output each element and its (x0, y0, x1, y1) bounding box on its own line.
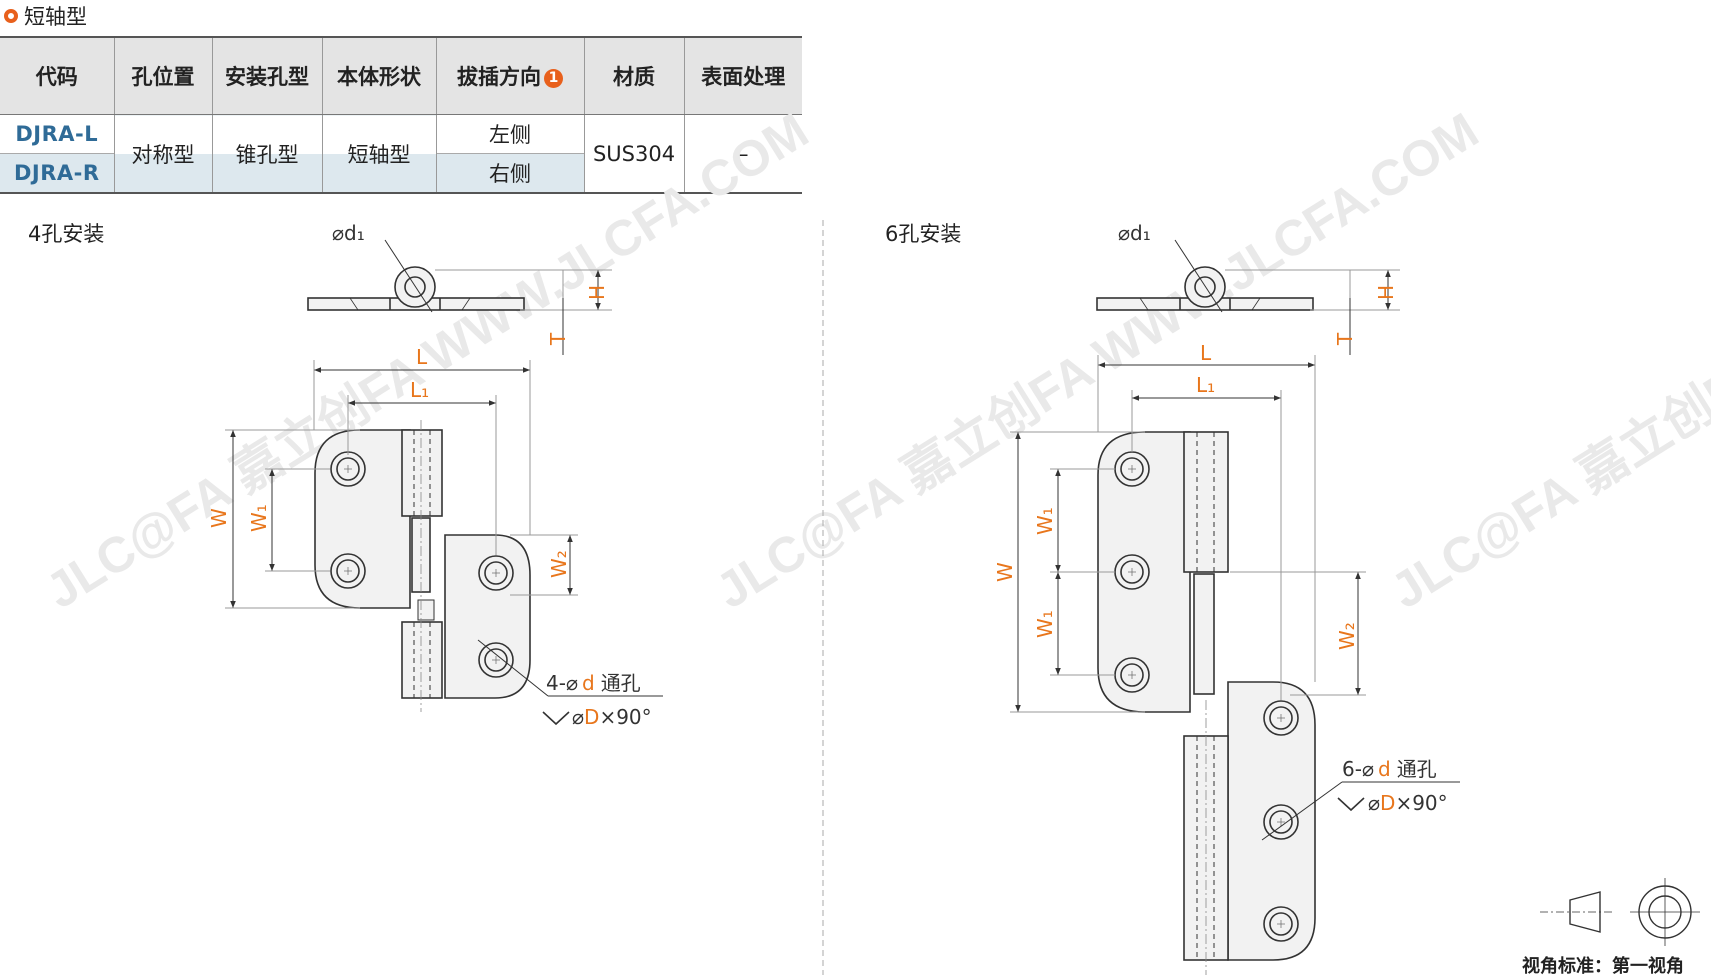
view-label-4-hole: 4孔安装 (28, 222, 105, 246)
dim-w2-label: W₂ (547, 550, 571, 578)
view-label-6-hole: 6孔安装 (885, 222, 962, 246)
six-hole-drawing (1010, 239, 1460, 975)
header-hole-position: 孔位置 (113, 36, 212, 115)
header-surface: 表面处理 (683, 36, 802, 115)
surface-cell: – (683, 114, 802, 193)
dim-d1-label: ⌀d₁ (332, 221, 365, 245)
csk-note-4: ⌀D×90° (572, 705, 652, 729)
dim-t-label: T (546, 332, 570, 346)
dim-w1-label: W₁ (1033, 610, 1057, 638)
header-code: 代码 (0, 36, 114, 115)
dim-w-label: W (207, 508, 231, 528)
code-cell-l[interactable]: DJRA-L (0, 114, 114, 154)
dim-l-label: L (416, 345, 428, 369)
code-cell-r[interactable]: DJRA-R (0, 153, 114, 193)
header-material: 材质 (583, 36, 684, 115)
section-title-text: 短轴型 (24, 5, 87, 29)
dim-w1-label: W₁ (247, 504, 271, 532)
dim-h-label: H (585, 285, 609, 300)
section-marker-icon (4, 9, 18, 23)
material-cell: SUS304 (583, 114, 684, 193)
watermark: JLC@FA 嘉立创FA WWW.JLCFA.COM JLC@FA 嘉立创FA … (36, 102, 1711, 619)
dim-w1-label: W₁ (1033, 507, 1057, 535)
table-row: DJRA-L 对称型 锥孔型 短轴型 左侧 SUS304 – (0, 114, 802, 193)
first-angle-projection-icon (1540, 878, 1700, 946)
dim-h-label: H (1374, 285, 1398, 300)
side-view-6 (1096, 239, 1314, 313)
csk-note-6: ⌀D×90° (1368, 791, 1448, 815)
table-row: DJRA-R 右侧 (0, 153, 802, 193)
dim-t-label: T (1333, 332, 1357, 346)
dim-l1-label: L₁ (410, 378, 429, 402)
body-shape-cell: 短轴型 (321, 114, 436, 193)
header-body-shape: 本体形状 (321, 36, 436, 115)
side-view-4 (307, 239, 525, 313)
direction-cell-left: 左侧 (435, 114, 584, 154)
direction-cell-right: 右侧 (435, 153, 584, 193)
dim-w-label: W (993, 562, 1017, 582)
mount-hole-cell: 锥孔型 (211, 114, 322, 193)
header-mount-hole: 安装孔型 (211, 36, 322, 115)
header-direction: 拔插方向 (457, 65, 541, 89)
view-standard-label: 视角标准：第一视角 (1522, 956, 1684, 977)
section-title: 短轴型 (2, 2, 87, 30)
four-hole-drawing (225, 239, 663, 726)
note-badge-icon[interactable]: 1 (544, 69, 563, 88)
dim-l1-label: L₁ (1196, 373, 1215, 397)
dim-d1-label: ⌀d₁ (1118, 221, 1151, 245)
dim-w2-label: W₂ (1335, 622, 1359, 650)
dim-l-label: L (1200, 341, 1212, 365)
hole-position-cell: 对称型 (113, 114, 212, 193)
